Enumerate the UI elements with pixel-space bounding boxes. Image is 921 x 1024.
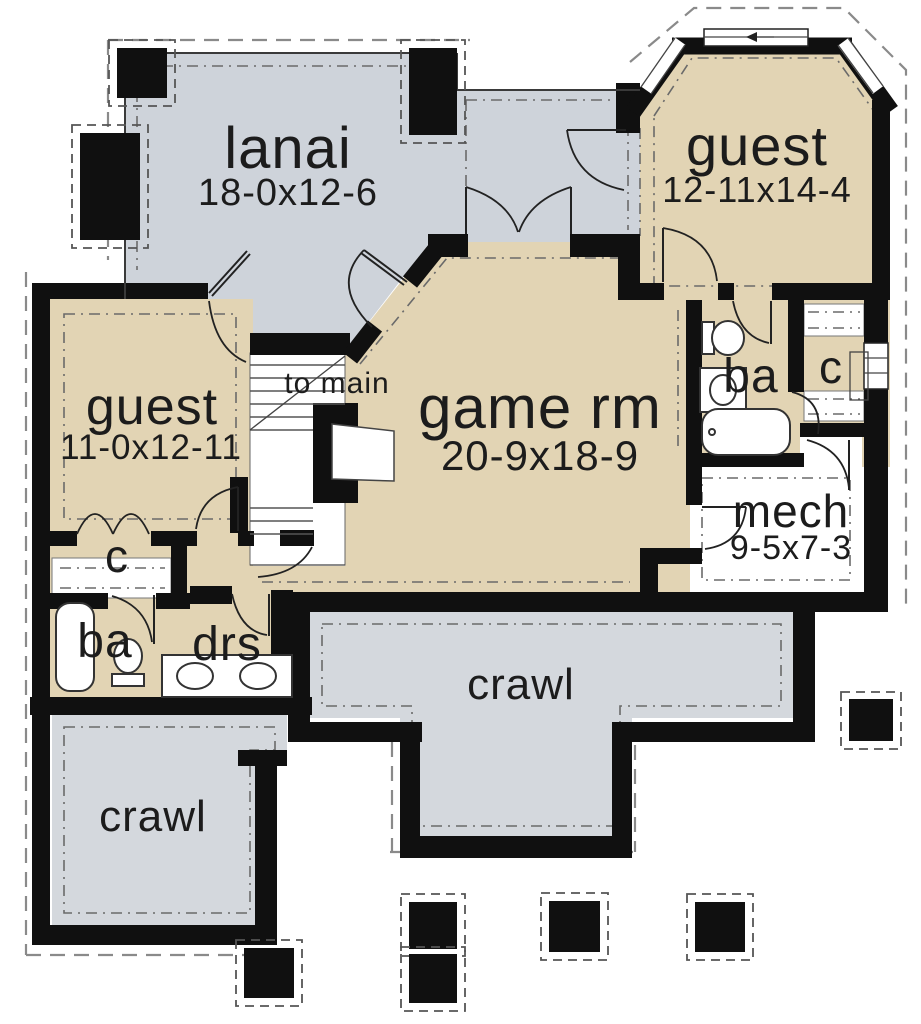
lanai-label: lanai xyxy=(224,116,352,181)
windows xyxy=(640,28,889,390)
closet-upper-rod xyxy=(849,351,869,401)
pier xyxy=(686,893,754,961)
fixtures xyxy=(55,320,869,698)
crawl-left-label: crawl xyxy=(99,792,207,841)
door-lanai-to-game xyxy=(348,249,408,328)
mech-dims: 9-5x7-3 xyxy=(730,529,852,567)
mech-floor xyxy=(690,467,862,592)
walls xyxy=(30,37,898,945)
guest-lower-label: guest xyxy=(86,378,218,436)
pier xyxy=(400,39,466,144)
game-room-floor xyxy=(250,242,702,594)
bay-window-right xyxy=(837,37,884,94)
closet-lower-shelf xyxy=(51,557,172,599)
tub-upper xyxy=(701,408,791,456)
tub-lower xyxy=(55,602,95,692)
guest-upper-floor xyxy=(640,42,890,300)
door-guest-upper xyxy=(662,227,718,282)
closet-lower-label: c xyxy=(105,530,129,582)
closet-upper-label: c xyxy=(819,341,843,393)
lanai-dims: 18-0x12-6 xyxy=(198,172,378,214)
door-lanai-to-guest-lower xyxy=(208,250,251,363)
pier xyxy=(235,939,303,1007)
stairs xyxy=(249,355,395,566)
bifold-closet-lower xyxy=(76,513,150,535)
french-doors-landing xyxy=(465,186,572,234)
stair-landing-rail xyxy=(331,423,395,482)
closet-upper-shelf-top xyxy=(803,303,865,337)
mech-label: mech xyxy=(733,485,849,537)
door-game-to-mech xyxy=(702,506,747,550)
dressing-label: drs xyxy=(192,618,262,671)
door-dressing xyxy=(231,593,270,636)
door-bath-upper xyxy=(732,300,772,344)
door-under-stairs xyxy=(257,546,313,578)
toilet-upper xyxy=(701,320,745,356)
bath-lower-label: ba xyxy=(77,615,132,668)
game-room-dims: 20-9x18-9 xyxy=(441,432,639,479)
mech-floor-upper xyxy=(800,437,862,469)
toilet-lower xyxy=(111,638,145,687)
lanai-floor xyxy=(125,53,640,353)
door-guest-lower xyxy=(195,486,239,531)
guest-lower-dims: 11-0x12-11 xyxy=(60,428,242,467)
room-labels: lanai 18-0x12-6 guest 12-11x14-4 guest 1… xyxy=(60,114,852,841)
pier xyxy=(540,892,609,961)
crawl-left-floor xyxy=(52,715,287,925)
guest-upper-dims: 12-11x14-4 xyxy=(662,169,851,210)
bay-window-top xyxy=(703,28,809,47)
doors xyxy=(76,129,850,644)
pier xyxy=(108,39,176,107)
vanity-bath-upper xyxy=(699,367,747,413)
pier xyxy=(840,691,902,750)
crawl-right-floor xyxy=(310,612,793,838)
bay-window-left xyxy=(640,37,686,95)
game-room-label: game rm xyxy=(418,374,662,441)
pier xyxy=(400,946,466,1012)
pier xyxy=(400,893,466,957)
crawl-right-label: crawl xyxy=(467,660,575,709)
door-mech-top xyxy=(806,439,850,490)
bath-upper-label: ba xyxy=(723,350,778,403)
porch-piers xyxy=(71,39,902,1012)
guest-upper-label: guest xyxy=(686,114,828,177)
door-bath-lower xyxy=(111,595,155,644)
floor-fills xyxy=(50,42,890,925)
pier xyxy=(71,124,149,249)
stair-note: to main xyxy=(284,367,389,400)
door-landing-to-guest-upper xyxy=(566,129,626,191)
vanity-dressing xyxy=(161,654,293,698)
door-closet-upper xyxy=(791,391,820,435)
